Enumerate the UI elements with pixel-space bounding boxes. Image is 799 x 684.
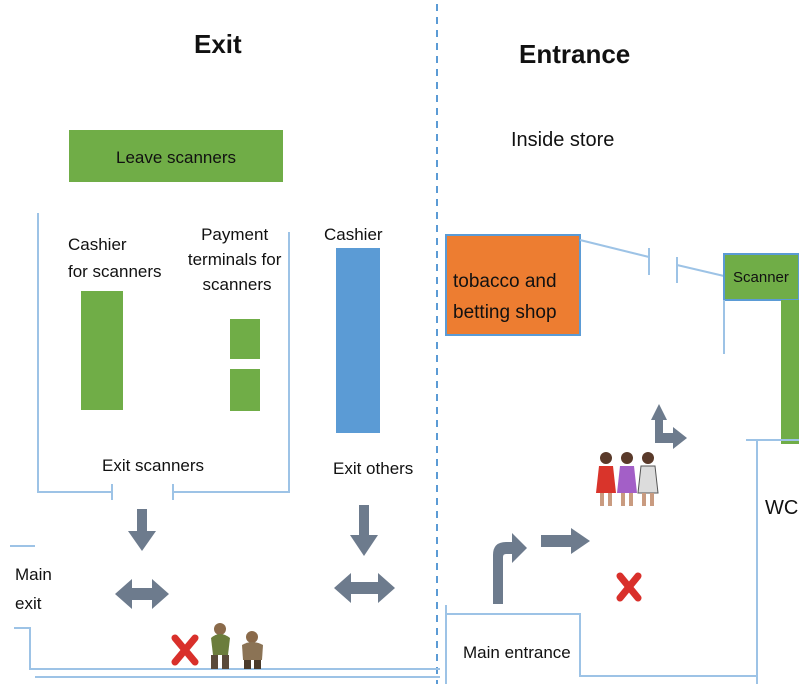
cashier-label: Cashier <box>324 225 383 244</box>
scanner-column <box>781 300 799 444</box>
main-entrance-label: Main entrance <box>463 643 571 662</box>
payment-terminal-bottom <box>230 369 260 411</box>
wc-label: WC <box>765 497 798 519</box>
right-arrow-icon <box>541 528 590 554</box>
down-arrow-icon <box>350 505 378 556</box>
scanner-label: Scanner <box>733 269 789 286</box>
exit-others-label: Exit others <box>333 459 413 478</box>
main-exit-label: Main exit <box>15 565 57 613</box>
inside-store-label: Inside store <box>511 129 614 151</box>
cashier-box <box>336 248 380 433</box>
double-arrow-icon <box>115 579 169 609</box>
cashier-for-scanners-label: Cashier for scanners <box>68 235 162 281</box>
exit-title: Exit <box>194 29 242 59</box>
turn-arrow-icon <box>651 404 687 449</box>
main-entrance-wall <box>445 605 757 684</box>
person-group-icon <box>596 452 659 506</box>
main-exit-wall-bottom <box>14 627 440 670</box>
cashier-for-scanners-box <box>81 291 123 410</box>
scanner-area-left-wall <box>37 213 112 493</box>
down-arrow-icon <box>128 509 156 551</box>
wc-wall <box>746 439 799 684</box>
no-entry-cross-icon <box>616 572 642 602</box>
person-group-icon <box>211 623 263 669</box>
tobacco-shop-label: tobacco and betting shop <box>453 271 562 323</box>
entrance-wall-right <box>676 264 725 277</box>
entrance-wall-left <box>579 239 650 258</box>
leave-scanners-box <box>69 130 283 182</box>
leave-scanners-label: Leave scanners <box>116 148 236 167</box>
no-entry-cross-icon <box>171 634 199 666</box>
payment-terminals-label: Payment terminals for scanners <box>188 225 286 294</box>
turn-arrow-icon <box>493 533 527 604</box>
exit-scanners-label: Exit scanners <box>102 456 204 475</box>
entrance-title: Entrance <box>519 39 630 69</box>
scanner-box <box>723 253 799 301</box>
double-arrow-icon <box>334 573 395 603</box>
tobacco-shop-box <box>445 234 581 336</box>
payment-terminal-top <box>230 319 260 359</box>
scanner-area-right-wall <box>173 232 290 493</box>
